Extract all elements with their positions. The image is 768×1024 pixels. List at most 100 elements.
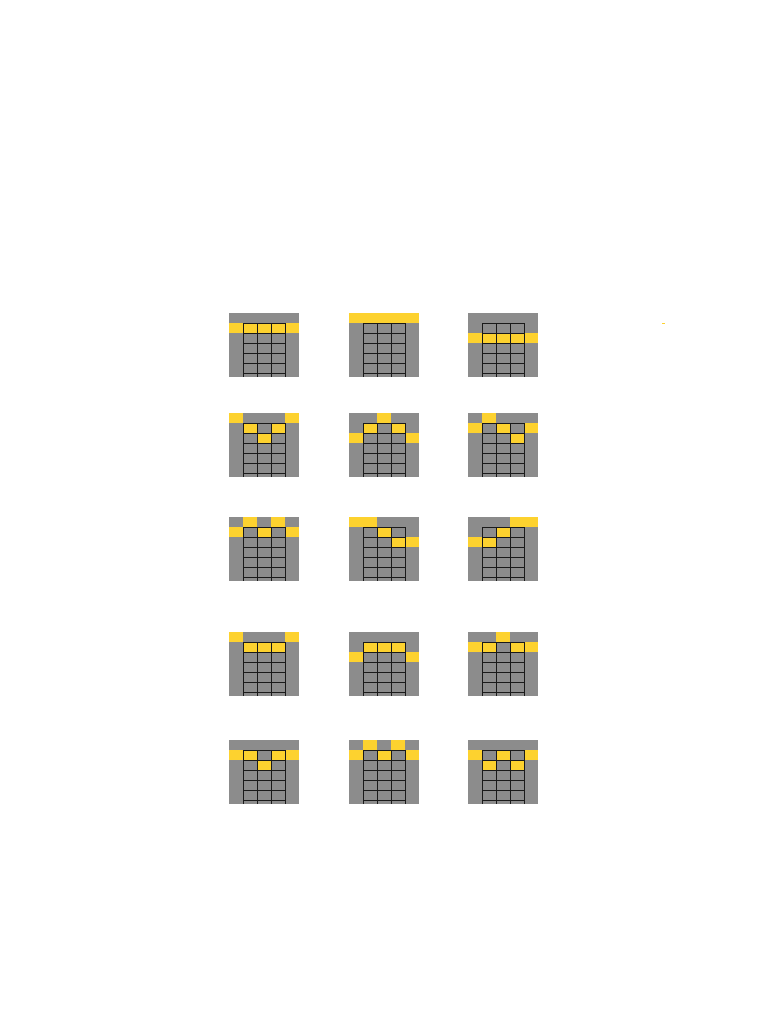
highlight-cell [377,313,391,323]
highlight-cell [229,413,243,423]
payline-diagram [229,413,299,477]
highlight-cell [482,413,496,423]
payline-diagram [229,313,299,377]
highlight-cell [524,642,538,652]
highlight-cell [243,642,257,652]
highlight-cell [349,652,363,662]
highlight-cell [468,642,482,652]
reel-grid-lines [482,642,525,696]
highlight-cell [391,537,405,547]
reel-grid-lines [363,750,406,804]
payline-pattern-10 [229,632,299,696]
highlight-cell [510,642,524,652]
highlight-cell [377,527,391,537]
reel-grid-lines [482,750,525,804]
highlight-cell [391,313,405,323]
highlight-cell [271,517,285,527]
payline-pattern-15 [468,740,538,804]
highlight-cell [405,313,419,323]
reel-grid-lines [363,527,406,581]
highlight-cell [377,750,391,760]
highlight-cell [510,517,524,527]
highlight-cell [510,333,524,343]
highlight-cell [229,323,243,333]
highlight-speck [662,323,665,324]
reel-background [468,413,538,477]
highlight-cell [468,537,482,547]
highlight-cell [349,750,363,760]
reel-background [349,740,419,804]
highlight-cell [510,760,524,770]
highlight-cell [524,750,538,760]
highlight-cell [285,527,299,537]
highlight-cell [482,760,496,770]
highlight-cell [496,527,510,537]
highlight-cell [257,760,271,770]
highlight-cell [496,423,510,433]
highlight-cell [271,642,285,652]
highlight-cell [468,333,482,343]
payline-diagram [468,632,538,696]
payline-diagram [349,740,419,804]
highlight-cell [243,423,257,433]
highlight-cell [257,642,271,652]
reel-background [468,740,538,804]
payline-pattern-8 [349,517,419,581]
highlight-cell [524,423,538,433]
payline-diagram [349,632,419,696]
payline-pattern-12 [468,632,538,696]
highlight-cell [285,413,299,423]
highlight-cell [243,750,257,760]
reel-background [229,740,299,804]
highlight-cell [405,652,419,662]
reel-background [229,517,299,581]
reel-grid-lines [243,750,286,804]
reel-grid-lines [243,323,286,377]
reel-grid-lines [482,323,525,377]
payline-pattern-5 [349,413,419,477]
highlight-cell [496,750,510,760]
highlight-cell [482,333,496,343]
reel-background [229,313,299,377]
highlight-cell [363,517,377,527]
highlight-cell [363,642,377,652]
highlight-cell [271,750,285,760]
highlight-cell [271,423,285,433]
highlight-cell [285,632,299,642]
highlight-cell [229,527,243,537]
reel-grid-lines [363,423,406,477]
highlight-cell [510,433,524,443]
highlight-cell [271,323,285,333]
highlight-cell [405,537,419,547]
highlight-cell [496,333,510,343]
highlight-cell [482,642,496,652]
payline-pattern-2 [349,313,419,377]
payline-pattern-11 [349,632,419,696]
payline-pattern-6 [468,413,538,477]
highlight-cell [285,323,299,333]
highlight-cell [243,323,257,333]
reel-grid-lines [243,527,286,581]
payline-pattern-4 [229,413,299,477]
highlight-cell [363,740,377,750]
highlight-cell [229,750,243,760]
highlight-cell [377,642,391,652]
highlight-cell [363,313,377,323]
reel-grid-lines [482,527,525,581]
highlight-cell [405,433,419,443]
payline-pattern-1 [229,313,299,377]
payline-diagram [349,413,419,477]
payline-diagram [229,632,299,696]
highlight-cell [377,413,391,423]
payline-pattern-3 [468,313,538,377]
highlight-cell [496,632,510,642]
reel-grid-lines [243,642,286,696]
highlight-cell [243,517,257,527]
highlight-cell [229,632,243,642]
reel-grid-lines [363,323,406,377]
highlight-cell [349,433,363,443]
reel-background [349,632,419,696]
highlight-cell [391,740,405,750]
payline-diagram [468,517,538,581]
